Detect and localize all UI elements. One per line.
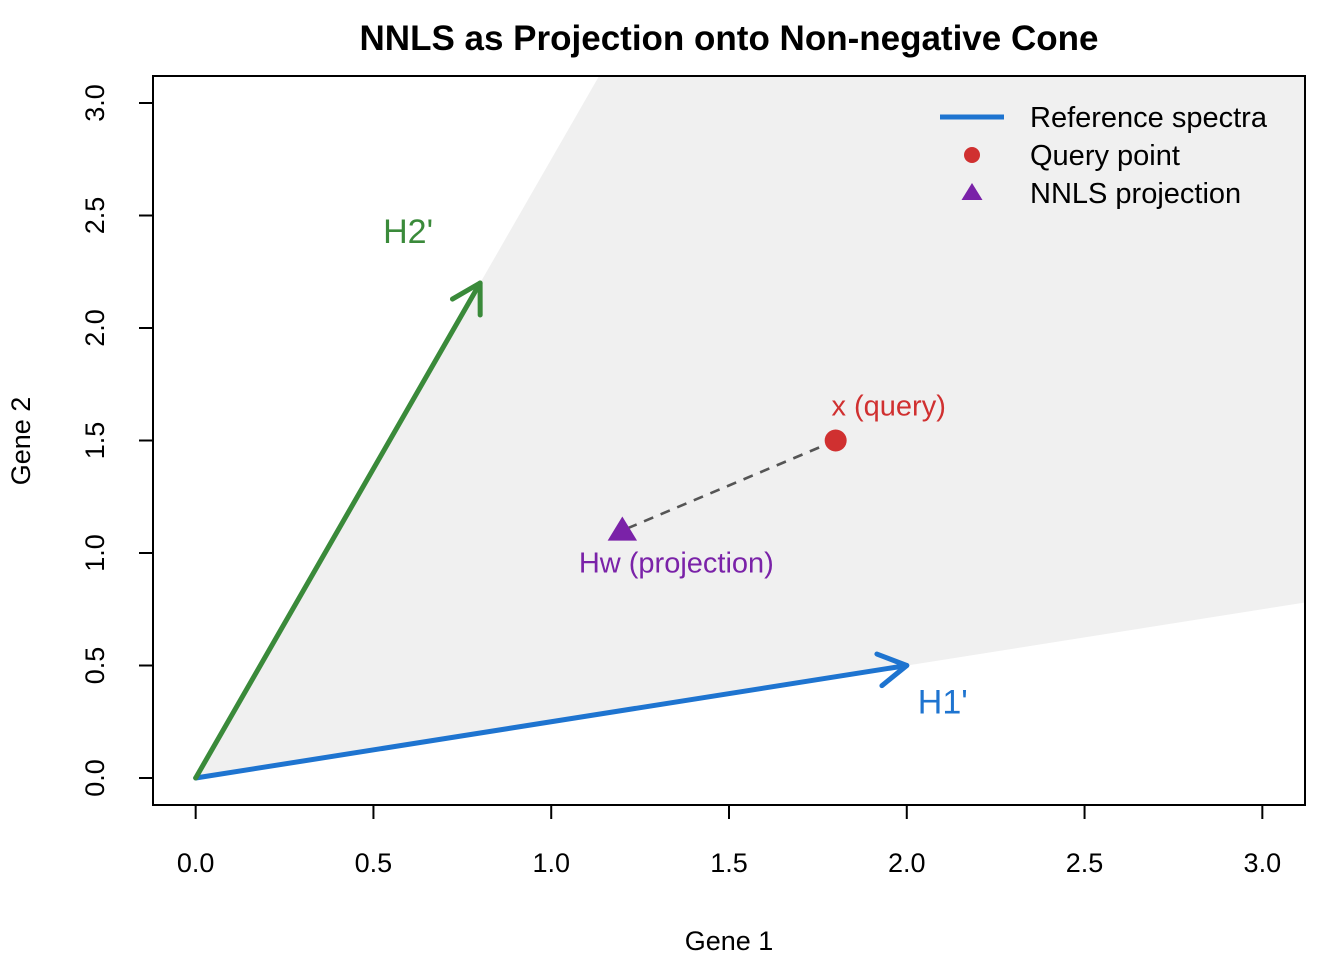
vector-label-1: H1' — [918, 684, 968, 722]
y-axis-label: Gene 2 — [6, 397, 36, 486]
chart-title: NNLS as Projection onto Non-negative Con… — [360, 19, 1099, 58]
legend-circle-symbol — [964, 147, 980, 163]
y-tick-label: 0.5 — [80, 647, 110, 685]
projection-point-marker — [607, 516, 638, 541]
y-tick-label: 1.0 — [80, 534, 110, 572]
vector-2-shaft — [193, 280, 483, 781]
plot-area — [193, 76, 1305, 781]
y-tick-label: 2.5 — [80, 197, 110, 235]
legend-triangle-symbol — [961, 183, 983, 200]
x-tick-label: 1.0 — [532, 848, 570, 878]
x-axis-label: Gene 1 — [685, 926, 774, 956]
x-tick-label: 3.0 — [1244, 848, 1282, 878]
y-tick-label: 1.5 — [80, 422, 110, 460]
y-tick-label: 2.0 — [80, 309, 110, 347]
vector-1-shaft — [193, 663, 910, 781]
axes: H1' H2' x (query) Hw (projection) 0.0 0.5 1.0 1… — [80, 75, 1306, 878]
y-tick-label: 0.0 — [80, 759, 110, 797]
vector-2-arrowhead — [449, 280, 483, 318]
x-tick-label: 1.5 — [710, 848, 748, 878]
query-point-marker — [824, 429, 847, 452]
cone-region — [195, 76, 1305, 778]
residual-connector — [621, 439, 837, 532]
x-tick-label: 0.5 — [355, 848, 393, 878]
y-tick-label: 3.0 — [80, 84, 110, 122]
legend-entry-label: Query point — [1030, 140, 1180, 172]
query-point-label: x (query) — [831, 391, 945, 423]
x-tick-label: 2.5 — [1066, 848, 1104, 878]
legend-entry-label: Reference spectra — [1030, 102, 1268, 134]
x-tick-label: 2.0 — [888, 848, 926, 878]
vector-1-arrowhead — [874, 651, 910, 689]
projection-point-label: Hw (projection) — [579, 548, 774, 580]
vector-label-2: H2' — [383, 213, 433, 251]
x-tick-label: 0.0 — [177, 848, 215, 878]
legend-entry-label: NNLS projection — [1030, 178, 1241, 210]
